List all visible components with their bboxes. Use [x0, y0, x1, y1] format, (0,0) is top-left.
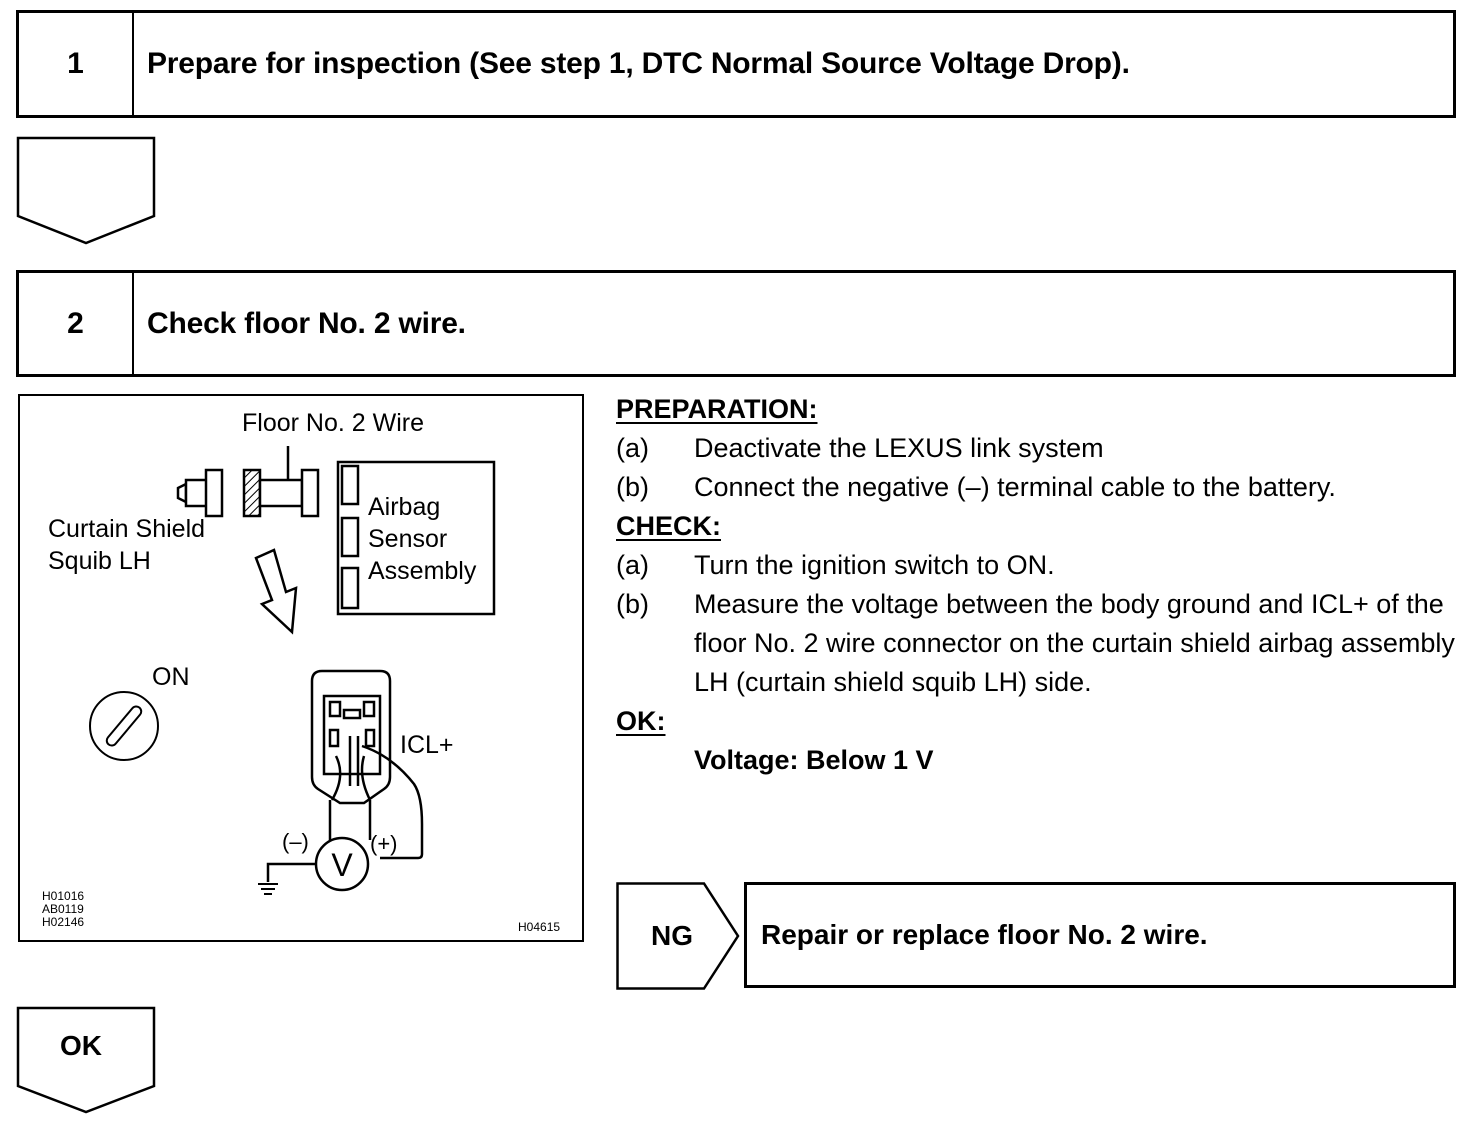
item-text: Deactivate the LEXUS link system: [694, 433, 1104, 463]
direction-arrow-icon: [254, 548, 298, 635]
figure-code-1: H01016: [42, 889, 85, 903]
ng-tag-label: NG: [651, 920, 693, 951]
on-label: ON: [152, 663, 190, 691]
squib-connector-icon: [176, 468, 224, 518]
item-label: (a): [616, 550, 649, 580]
connector-face-icon: [310, 669, 392, 805]
item-text: Connect the negative (–) terminal cable …: [694, 472, 1336, 502]
preparation-item: (b) Connect the negative (–) terminal ca…: [616, 468, 1466, 507]
wiring-diagram: V: [89, 446, 496, 895]
positive-label: (+): [370, 831, 398, 856]
inspection-figure: V Floor No. 2 Wire Curtain Shield Squib …: [18, 394, 584, 942]
wire-bundle-icon: [328, 755, 372, 840]
step-1-number: 1: [19, 13, 134, 115]
ground-symbol-icon: [258, 883, 278, 895]
ok-spec: Voltage: Below 1 V: [694, 745, 934, 775]
squib-label-line1: Curtain Shield: [48, 515, 206, 543]
ng-tag-shape: [616, 882, 740, 990]
item-label: (b): [616, 589, 649, 619]
probe-wire-negative: [266, 862, 316, 882]
negative-label: (–): [282, 829, 309, 854]
check-header: CHECK:: [616, 511, 721, 541]
item-text: Turn the ignition switch to ON.: [694, 550, 1055, 580]
ignition-switch-icon: [89, 691, 159, 761]
step-2-box: 2 Check floor No. 2 wire.: [16, 270, 1456, 377]
item-label: (b): [616, 472, 649, 502]
sensor-label-line2: Sensor: [368, 525, 448, 553]
item-label: (a): [616, 433, 649, 463]
voltmeter-label: V: [331, 847, 353, 883]
flow-arrow-down-icon: [16, 136, 156, 245]
floor-wire-label: Floor No. 2 Wire: [242, 409, 424, 437]
figure-id: H04615: [518, 920, 561, 934]
sensor-label-line1: Airbag: [368, 493, 441, 521]
item-text: Measure the voltage between the body gro…: [694, 589, 1455, 697]
instructions-panel: PREPARATION: (a) Deactivate the LEXUS li…: [616, 390, 1466, 780]
ok-header: OK:: [616, 706, 666, 736]
step-1-title: Prepare for inspection (See step 1, DTC …: [147, 47, 1130, 80]
figure-code-2: AB0119: [42, 902, 84, 916]
sensor-label-line3: Assembly: [368, 557, 477, 585]
preparation-item: (a) Deactivate the LEXUS link system: [616, 429, 1466, 468]
check-item: (a) Turn the ignition switch to ON.: [616, 546, 1466, 585]
floor-wire-connector-icon: [242, 446, 320, 518]
preparation-header: PREPARATION:: [616, 394, 818, 424]
figure-code-3: H02146: [42, 915, 85, 929]
step-2-title: Check floor No. 2 wire.: [147, 306, 466, 340]
squib-label-line2: Squib LH: [48, 547, 151, 575]
ok-tag-label: OK: [60, 1030, 102, 1061]
check-item: (b) Measure the voltage between the body…: [616, 585, 1466, 702]
ng-action-box: Repair or replace floor No. 2 wire.: [744, 882, 1456, 988]
ok-arrow-down-icon: [16, 1006, 156, 1114]
probe-wire-positive: [361, 744, 424, 860]
terminal-label: ICL+: [400, 731, 454, 759]
step-1-box: 1 Prepare for inspection (See step 1, DT…: [16, 10, 1456, 118]
step-2-number: 2: [19, 273, 134, 374]
airbag-sensor-icon: [336, 460, 496, 616]
